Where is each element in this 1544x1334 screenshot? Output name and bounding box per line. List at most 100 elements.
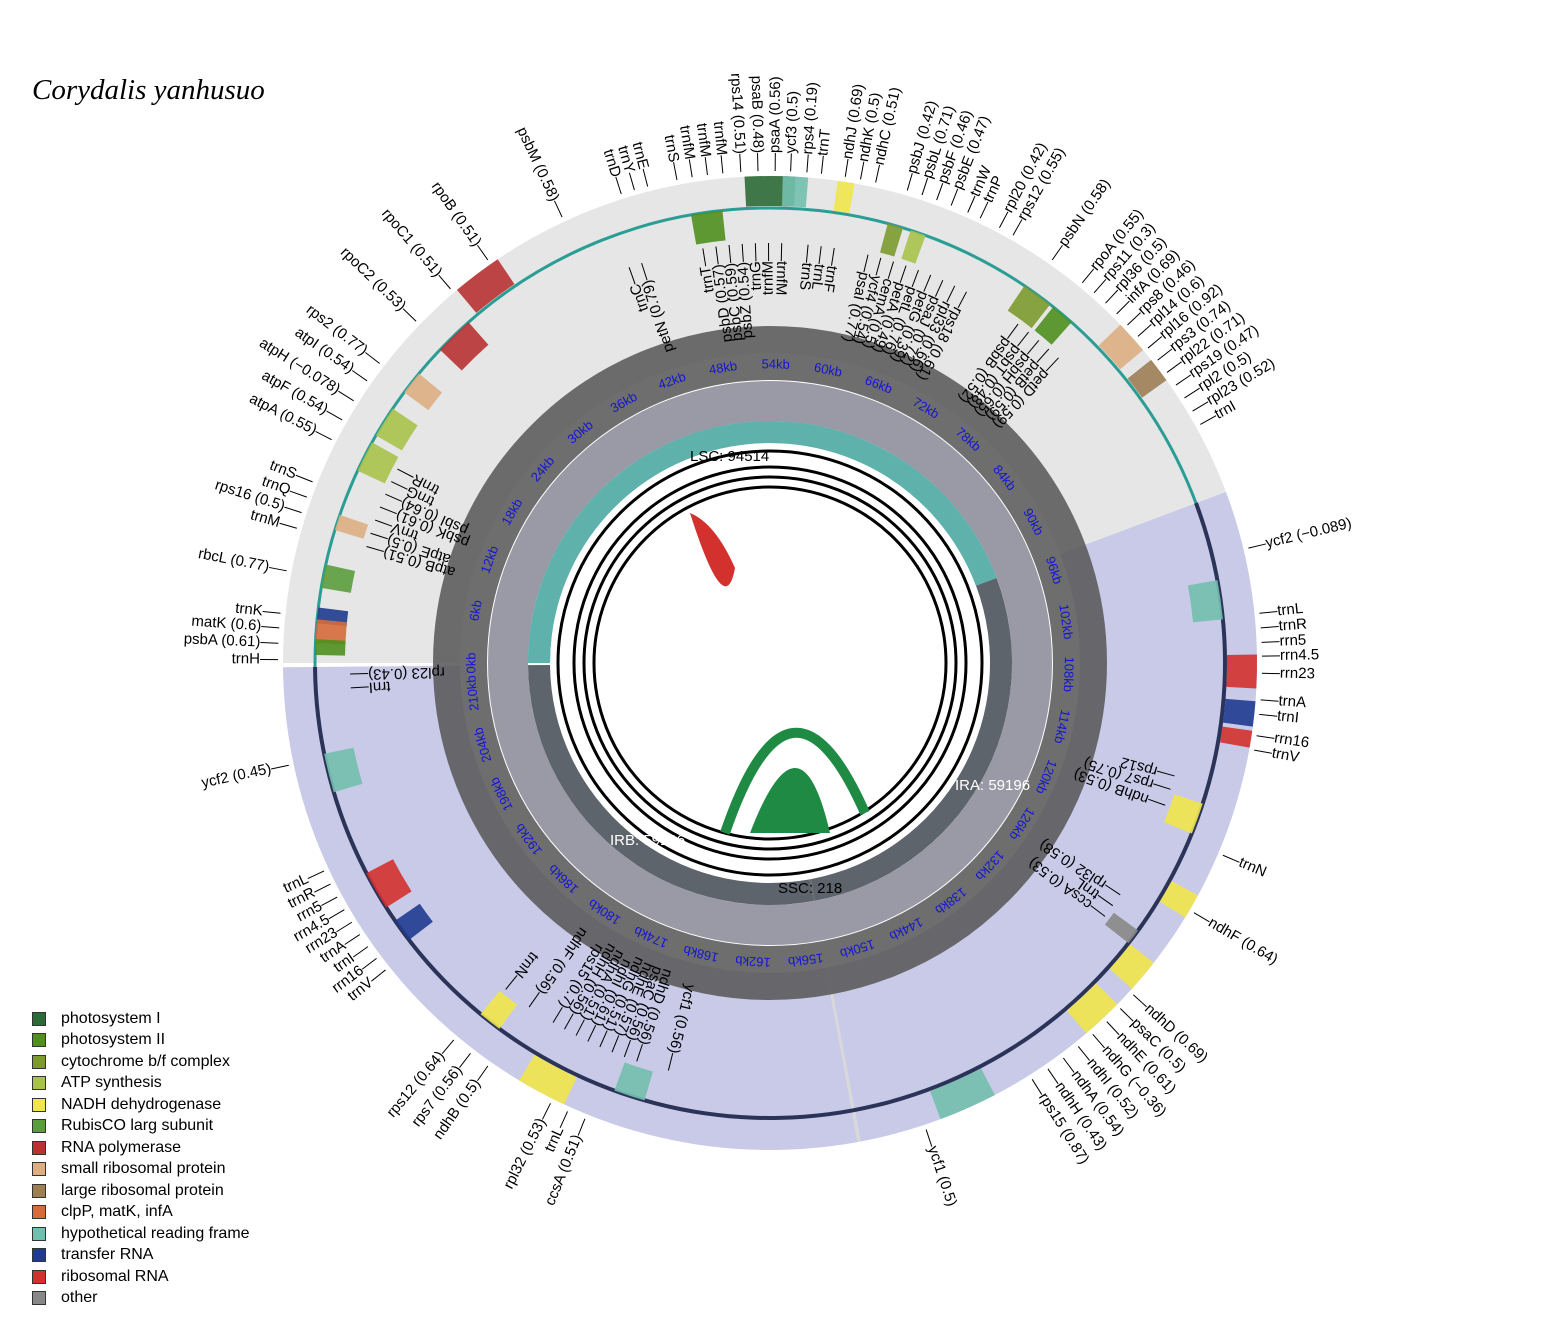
legend-label: small ribosomal protein xyxy=(61,1160,226,1178)
label-leader xyxy=(1259,713,1278,717)
label-leader xyxy=(379,506,397,515)
gene-block xyxy=(480,990,518,1029)
label-leader xyxy=(1051,244,1063,261)
legend-item: NADH dehydrogenase xyxy=(32,1094,250,1116)
label-leader xyxy=(702,248,707,267)
gene-label: trnE xyxy=(629,140,652,171)
label-leader xyxy=(577,1118,586,1136)
gene-block xyxy=(1127,359,1167,398)
legend-item: clpP, matK, infA xyxy=(32,1202,250,1224)
legend-item: photosystem I xyxy=(32,1008,250,1030)
label-leader xyxy=(1104,884,1121,896)
gene-label-inner: trnS xyxy=(796,262,815,291)
gene-label: trnS xyxy=(661,133,683,163)
label-leader xyxy=(642,168,649,187)
kb-tick-label: 108kb xyxy=(1061,656,1077,692)
label-leader xyxy=(541,1103,551,1120)
gene-block xyxy=(519,1054,577,1105)
label-leader xyxy=(875,164,881,183)
label-leader xyxy=(352,946,369,958)
gene-label: trnfM xyxy=(693,122,714,158)
label-leader xyxy=(1260,626,1279,629)
legend-label: cytochrome b/f complex xyxy=(61,1052,230,1070)
label-leader xyxy=(1090,905,1106,917)
kb-tick-label: 6kb xyxy=(466,599,484,622)
legend-item: other xyxy=(32,1288,250,1310)
gene-label: ycf2 (0.45) xyxy=(200,760,273,791)
label-leader xyxy=(818,246,822,265)
label-leader xyxy=(1007,323,1019,339)
kb-tick-label: 156kb xyxy=(787,950,824,969)
gene-block xyxy=(1034,306,1072,345)
region-label: IRB: 59196 xyxy=(610,832,685,849)
label-leader xyxy=(554,200,563,218)
gene-label: trnH xyxy=(232,650,260,667)
gene-block xyxy=(1007,285,1051,329)
legend-item: ribosomal RNA xyxy=(32,1266,250,1288)
gene-label: psaB (0.48) xyxy=(748,75,767,153)
legend-label: RNA polymerase xyxy=(61,1138,182,1156)
label-leader xyxy=(587,1025,597,1042)
gene-block xyxy=(334,514,369,539)
gene-block xyxy=(1187,580,1223,623)
label-leader xyxy=(284,506,302,514)
gene-block xyxy=(1226,654,1257,689)
label-leader xyxy=(1081,268,1095,284)
label-leader xyxy=(262,610,281,614)
gene-label: trnI xyxy=(1276,707,1299,726)
label-leader xyxy=(559,1111,568,1129)
label-leader xyxy=(1031,1079,1043,1095)
repeat-track-1 xyxy=(572,465,968,861)
legend-swatch xyxy=(32,1011,46,1026)
gc-content-ring xyxy=(433,326,1107,1000)
label-leader xyxy=(934,280,944,297)
label-leader xyxy=(336,921,353,933)
region-label: IRA: 59196 xyxy=(955,777,1030,794)
gene-label: rpoB (0.51) xyxy=(428,179,485,250)
gene-label: ycf1 (0.5) xyxy=(924,1144,960,1209)
label-leader xyxy=(441,1039,455,1055)
gene-block xyxy=(1220,726,1253,748)
species-title: Corydalis yanhusuo xyxy=(32,74,265,106)
gene-label: rpl32 (0.53) xyxy=(500,1115,549,1191)
legend-label: RubisCO larg subunit xyxy=(61,1117,214,1135)
label-leader xyxy=(402,308,417,322)
label-leader xyxy=(271,764,289,770)
legend-swatch xyxy=(32,1205,46,1220)
label-leader xyxy=(923,274,932,292)
gene-label: psbN (0.58) xyxy=(1055,176,1114,250)
gene-block xyxy=(901,230,926,264)
kb-tick-label: 60kb xyxy=(813,360,844,380)
label-leader xyxy=(936,182,944,201)
label-leader xyxy=(365,352,380,364)
label-leader xyxy=(636,1044,643,1062)
gene-block xyxy=(879,223,904,257)
gene-label: psbA (0.61) xyxy=(183,630,260,650)
label-leader xyxy=(906,173,913,191)
label-leader xyxy=(957,291,967,308)
label-leader xyxy=(805,244,809,263)
label-leader xyxy=(1116,300,1130,315)
gene-label: trnN xyxy=(1236,854,1269,881)
label-leader xyxy=(1261,641,1280,643)
label-leader xyxy=(615,176,622,195)
label-leader xyxy=(790,153,792,172)
label-leader xyxy=(1047,1068,1059,1085)
repeat-arc xyxy=(720,728,870,835)
legend-item: transfer RNA xyxy=(32,1245,250,1267)
gene-block xyxy=(324,747,363,793)
gene-block xyxy=(439,322,489,371)
label-leader xyxy=(1193,912,1210,923)
gene-label: rps4 (0.19) xyxy=(799,81,821,155)
gene-label: rbcL (0.77) xyxy=(197,545,271,575)
gene-block xyxy=(315,619,347,645)
label-leader xyxy=(397,468,414,478)
label-leader xyxy=(1093,278,1107,294)
label-leader xyxy=(728,244,732,263)
gene-block xyxy=(366,859,412,908)
repeat-disc xyxy=(554,447,986,879)
kb-tick-label: 48kb xyxy=(708,358,738,377)
gene-label-inner: trnI xyxy=(368,678,391,696)
label-leader xyxy=(1147,336,1163,349)
